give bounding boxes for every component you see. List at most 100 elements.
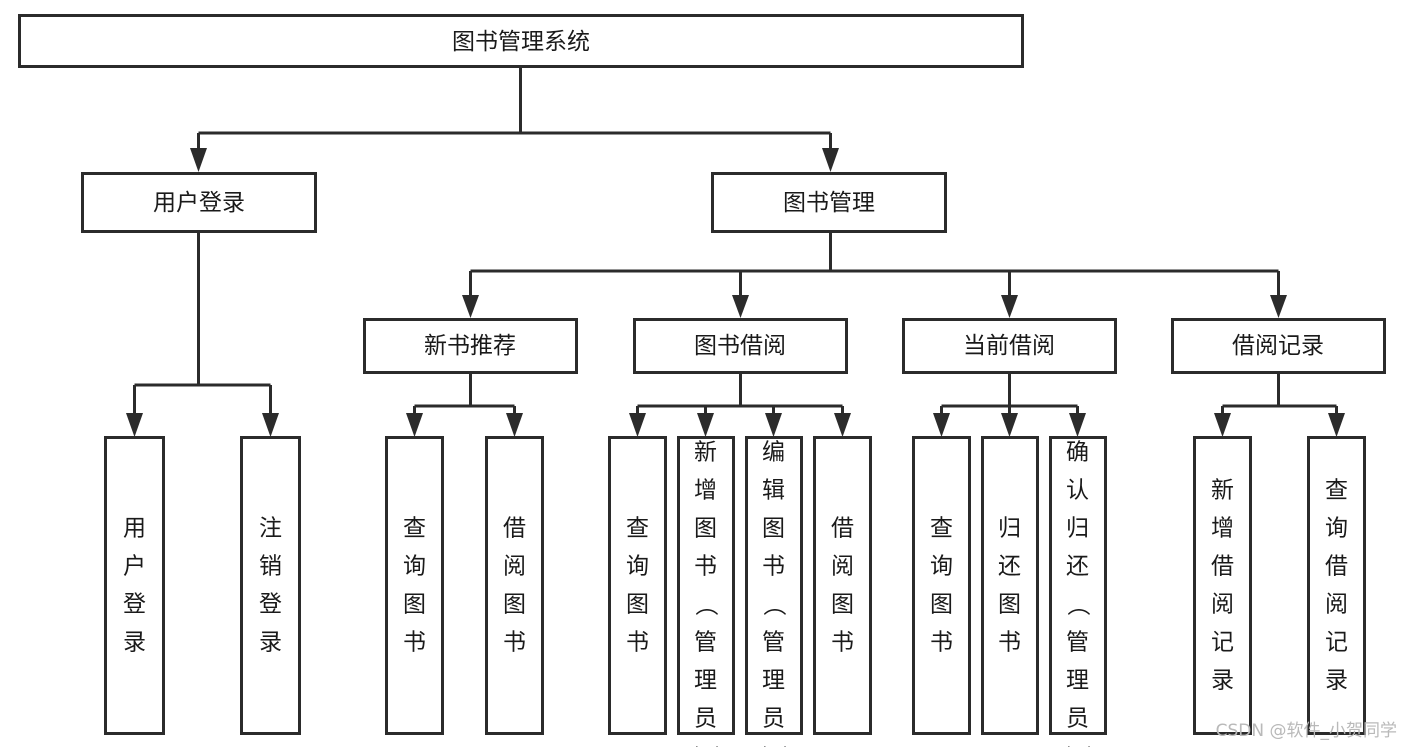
arrow-head-new-book-recommend — [462, 295, 479, 318]
svg-text:借: 借 — [1325, 554, 1348, 580]
svg-text:登: 登 — [259, 592, 282, 618]
svg-text:图: 图 — [831, 592, 854, 618]
arrow-head-book-management — [822, 148, 839, 172]
svg-text:录: 录 — [1211, 668, 1234, 694]
svg-text:）: ） — [693, 745, 719, 747]
node-user-login[interactable]: 用户登录 — [81, 172, 317, 233]
node-leaf-user-login[interactable]: 用户登录 — [104, 436, 165, 735]
arrow-head-leaf-borrow-book-2 — [834, 413, 851, 437]
svg-text:用: 用 — [123, 516, 146, 542]
node-leaf-query-borrow-record-box[interactable] — [1307, 436, 1366, 735]
node-book-borrow-box[interactable] — [633, 318, 848, 374]
node-root-box[interactable] — [18, 14, 1024, 68]
node-user-login-label: 用户登录 — [153, 190, 245, 216]
node-current-borrow-label: 当前借阅 — [963, 333, 1055, 359]
arrow-head-borrow-record — [1270, 295, 1287, 318]
node-book-management-box[interactable] — [711, 172, 947, 233]
svg-text:记: 记 — [1211, 630, 1234, 656]
svg-text:阅: 阅 — [831, 554, 854, 580]
svg-text:图: 图 — [503, 592, 526, 618]
csdn-watermark: CSDN @软件_小贺同学 — [1215, 721, 1397, 741]
node-leaf-query-book-2-box[interactable] — [608, 436, 667, 735]
node-leaf-edit-book-admin-box[interactable] — [745, 436, 803, 735]
svg-text:图: 图 — [762, 516, 785, 542]
svg-text:销: 销 — [259, 554, 282, 580]
node-book-management[interactable]: 图书管理 — [711, 172, 947, 233]
svg-text:阅: 阅 — [1325, 592, 1348, 618]
svg-text:归: 归 — [1066, 516, 1089, 542]
node-borrow-record[interactable]: 借阅记录 — [1171, 318, 1386, 374]
node-leaf-query-book-1-box[interactable] — [385, 436, 444, 735]
node-leaf-user-login-box[interactable] — [104, 436, 165, 735]
svg-text:管: 管 — [694, 630, 717, 656]
arrow-head-leaf-confirm-return-admin — [1069, 413, 1086, 437]
node-leaf-return-book-box[interactable] — [981, 436, 1039, 735]
node-leaf-logout-login-box[interactable] — [240, 436, 301, 735]
svg-text:书: 书 — [762, 554, 785, 580]
svg-text:（: （ — [693, 593, 719, 616]
svg-text:询: 询 — [403, 554, 426, 580]
node-current-borrow[interactable]: 当前借阅 — [902, 318, 1117, 374]
node-new-book-recommend-box[interactable] — [363, 318, 578, 374]
node-leaf-borrow-book-1-box[interactable] — [485, 436, 544, 735]
node-new-book-recommend-label: 新书推荐 — [424, 333, 516, 359]
arrow-head-leaf-query-book-3 — [933, 413, 950, 437]
svg-text:新: 新 — [694, 440, 717, 466]
node-leaf-confirm-return-admin-box[interactable] — [1049, 436, 1107, 735]
connector-group-root — [190, 67, 839, 172]
node-root[interactable]: 图书管理系统 — [18, 14, 1024, 68]
svg-text:询: 询 — [626, 554, 649, 580]
node-user-login-box[interactable] — [81, 172, 317, 233]
svg-text:查: 查 — [403, 516, 426, 542]
svg-text:借: 借 — [1211, 554, 1234, 580]
svg-text:图: 图 — [403, 592, 426, 618]
svg-text:）: ） — [1065, 745, 1091, 747]
node-leaf-query-book-3-box[interactable] — [912, 436, 971, 735]
arrow-head-leaf-edit-book-admin — [765, 413, 782, 437]
node-borrow-record-box[interactable] — [1171, 318, 1386, 374]
svg-text:户: 户 — [123, 554, 146, 580]
arrow-head-leaf-borrow-book-1 — [506, 413, 523, 437]
svg-text:书: 书 — [998, 630, 1021, 656]
arrow-head-book-borrow — [732, 295, 749, 318]
svg-text:）: ） — [761, 745, 787, 747]
svg-text:图: 图 — [626, 592, 649, 618]
arrow-head-leaf-user-login — [126, 413, 143, 437]
svg-text:辑: 辑 — [762, 478, 785, 504]
svg-text:借: 借 — [503, 516, 526, 542]
node-leaf-add-borrow-record-box[interactable] — [1193, 436, 1252, 735]
arrow-head-user-login — [190, 148, 207, 172]
node-current-borrow-box[interactable] — [902, 318, 1117, 374]
node-leaf-borrow-book-2-box[interactable] — [813, 436, 872, 735]
svg-text:理: 理 — [762, 668, 785, 694]
node-new-book-recommend[interactable]: 新书推荐 — [363, 318, 578, 374]
connector-group-book-management — [462, 232, 1287, 318]
arrow-head-current-borrow — [1001, 295, 1018, 318]
node-book-borrow[interactable]: 图书借阅 — [633, 318, 848, 374]
arrow-head-leaf-logout-login — [262, 413, 279, 437]
node-book-borrow-label: 图书借阅 — [694, 333, 786, 359]
svg-text:增: 增 — [1211, 516, 1234, 542]
node-leaf-add-book-admin-box[interactable] — [677, 436, 735, 735]
